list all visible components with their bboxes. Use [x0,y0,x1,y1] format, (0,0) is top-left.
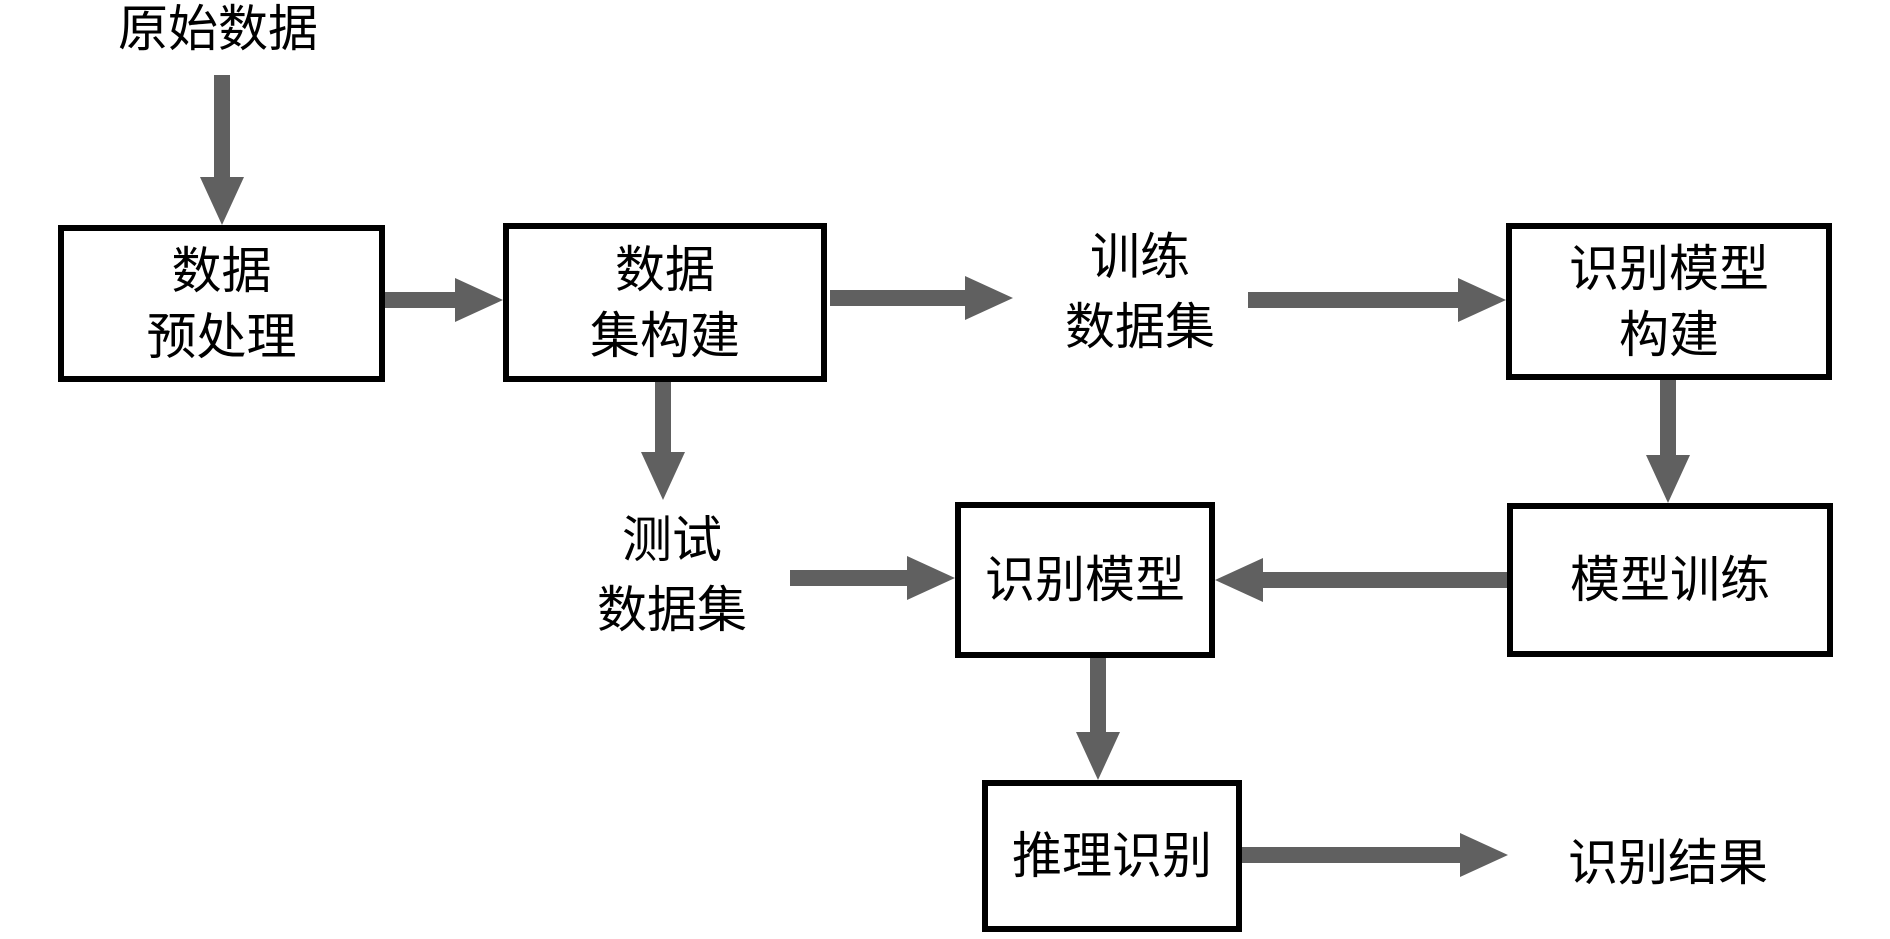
arrow-head [455,278,503,322]
arrow-shaft [790,570,907,586]
arrow-modeltrain-to-recogmodel-icon [1215,558,1507,602]
arrow-head [641,452,685,500]
box-model-train: 模型训练 [1507,503,1833,657]
arrow-traindataset-to-modelbuild-icon [1248,278,1506,322]
arrow-shaft [385,292,455,308]
arrow-recogmodel-to-inference-icon [1076,658,1120,780]
arrow-head [1646,455,1690,503]
arrow-shaft [1248,292,1458,308]
box-inference: 推理识别 [982,780,1242,932]
arrow-head [965,276,1013,320]
arrow-head [1076,732,1120,780]
arrow-shaft [655,382,671,452]
arrow-inference-to-result-icon [1242,833,1508,877]
arrow-build-to-traindataset-icon [830,276,1013,320]
label-test-dataset: 测试 数据集 [597,512,747,638]
arrow-testdataset-to-recogmodel-icon [790,556,955,600]
arrow-head [200,177,244,225]
arrow-shaft [1660,380,1676,455]
arrow-shaft [830,290,965,306]
arrow-head [1458,278,1506,322]
label-recognition-result: 识别结果 [1568,835,1768,891]
box-data-preprocess: 数据 预处理 [58,225,385,382]
arrow-head [907,556,955,600]
arrow-shaft [214,75,230,177]
box-dataset-build: 数据 集构建 [503,223,827,382]
arrow-head [1460,833,1508,877]
arrow-modelbuild-to-modeltrain-icon [1646,380,1690,503]
arrow-shaft [1263,572,1507,588]
arrow-shaft [1242,847,1460,863]
arrow-raw-to-preprocess-icon [200,75,244,225]
arrow-preprocess-to-build-icon [385,278,503,322]
arrow-shaft [1090,658,1106,732]
label-raw-data: 原始数据 [118,1,318,57]
label-train-dataset: 训练 数据集 [1065,229,1215,355]
box-recognition-model: 识别模型 [955,502,1215,658]
arrow-build-to-testdataset-icon [641,382,685,500]
arrow-head [1215,558,1263,602]
box-model-build: 识别模型 构建 [1506,223,1832,380]
